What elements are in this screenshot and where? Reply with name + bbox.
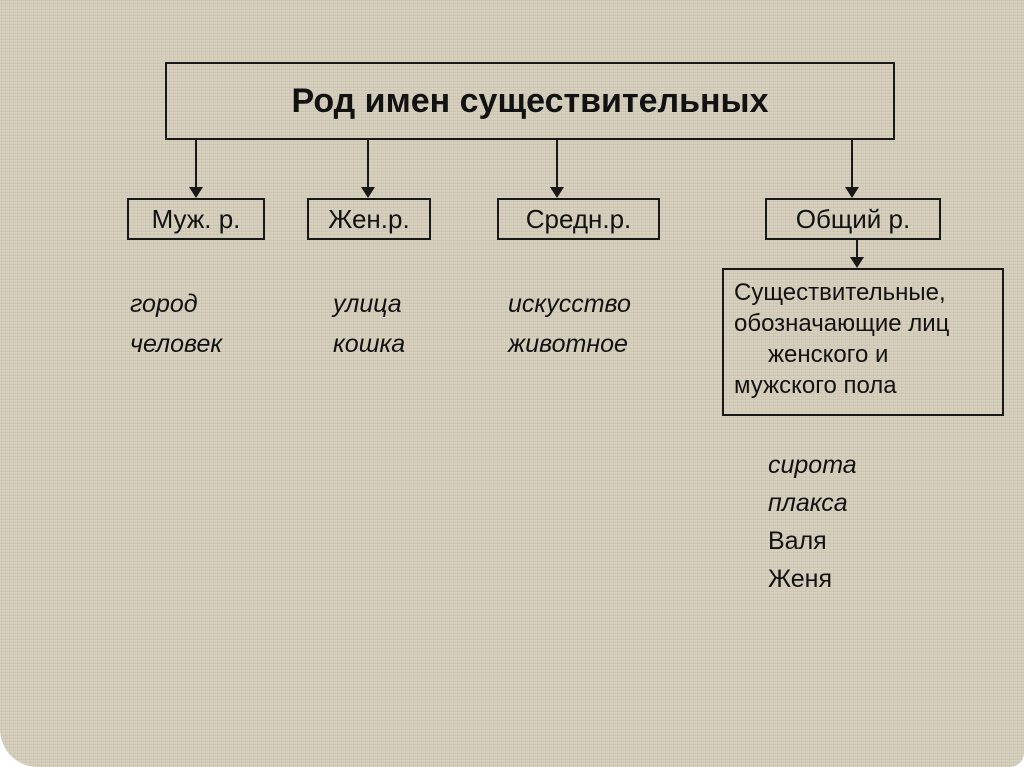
connector-arrow-common [845,140,859,198]
example-word: город [130,290,198,318]
example-word: животное [508,330,628,358]
example-word: улица [333,290,402,318]
arrow-shaft [556,140,558,188]
examples-feminine: улица кошка [333,284,405,364]
description-line: женского и [768,341,889,368]
arrow-head-icon [361,187,375,198]
category-label-masculine: Муж. р. [151,203,241,234]
description-line: Существительные, [734,279,946,306]
examples-masculine: город человек [130,284,222,364]
common-gender-description-box: Существительные, обозначающие лиц женско… [722,268,1004,416]
example-word: плакса [768,489,848,517]
example-word: сирота [768,451,857,479]
category-box-common: Общий р. [765,198,941,240]
examples-common: сирота плакса Валя Женя [768,452,857,604]
arrow-shaft [856,240,858,258]
connector-arrow-common-description [850,240,864,268]
example-word: Женя [768,565,833,593]
description-line: обозначающие лиц [734,310,950,337]
arrow-shaft [195,140,197,188]
arrow-head-icon [189,187,203,198]
category-label-common: Общий р. [795,203,911,234]
connector-arrow-masculine [189,140,203,198]
arrow-head-icon [550,187,564,198]
category-box-neuter: Средн.р. [497,198,660,240]
category-box-feminine: Жен.р. [307,198,431,240]
example-word: кошка [333,330,406,358]
example-word: Валя [768,527,827,555]
arrow-shaft [367,140,369,188]
example-word: искусство [508,290,631,318]
category-label-neuter: Средн.р. [525,203,632,234]
examples-neuter: искусство животное [508,284,631,364]
example-word: человек [130,330,223,358]
arrow-shaft [851,140,853,188]
diagram-title: Род имен существительных [291,81,769,120]
arrow-head-icon [845,187,859,198]
description-line: мужского пола [734,372,897,399]
diagram-title-box: Род имен существительных [165,62,895,140]
connector-arrow-neuter [550,140,564,198]
connector-arrow-feminine [361,140,375,198]
category-label-feminine: Жен.р. [328,203,410,234]
arrow-head-icon [850,257,864,268]
category-box-masculine: Муж. р. [127,198,265,240]
